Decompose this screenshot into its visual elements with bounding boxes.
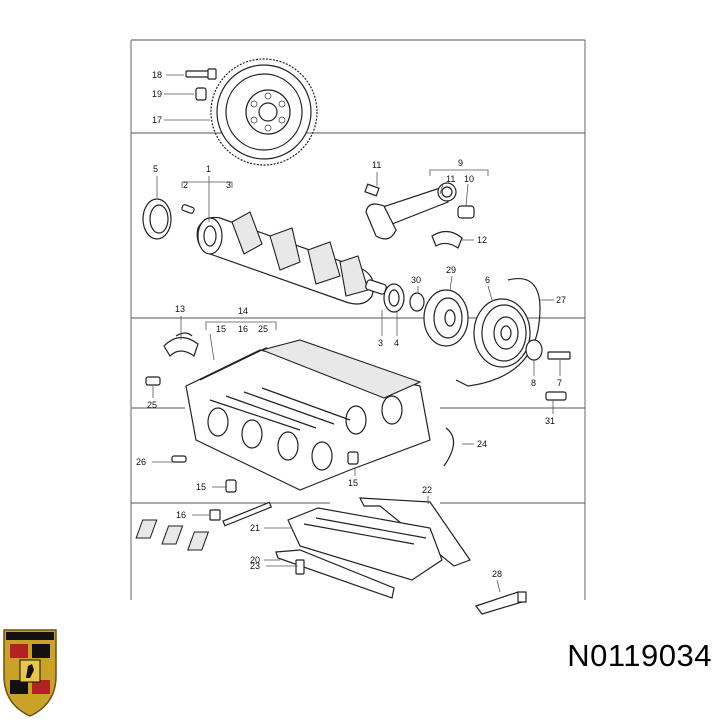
callout-27: 27 — [556, 295, 566, 305]
callout-9: 9 — [458, 158, 463, 168]
callout-2: 2 — [183, 180, 188, 190]
callout-31: 31 — [545, 416, 555, 426]
diagram-frame — [130, 39, 586, 600]
callout-29: 29 — [446, 265, 456, 275]
pulley-bolt — [547, 351, 571, 360]
leader-lines — [152, 74, 561, 593]
vibration-damper — [423, 289, 469, 347]
pulley-washer — [525, 339, 543, 361]
spacer-washer — [195, 87, 207, 101]
rear-seal — [142, 198, 172, 240]
callout-23: 23 — [250, 561, 260, 571]
callout-13: 13 — [175, 304, 185, 314]
oil-pan-frame — [135, 507, 443, 581]
main-bearing-shell — [163, 332, 199, 357]
callout-20: 20 — [250, 555, 260, 565]
sleeve — [171, 455, 187, 463]
callout-28: 28 — [492, 569, 502, 579]
callout-labels: 18 19 17 5 1 2 3 11 9 11 10 12 30 29 6 2… — [136, 70, 566, 579]
case-bolt — [209, 501, 273, 527]
sealant-tube — [475, 591, 527, 615]
callout-21: 21 — [250, 523, 260, 533]
o-ring — [409, 292, 425, 312]
callout-10: 10 — [464, 174, 474, 184]
callout-12: 12 — [477, 235, 487, 245]
gasket — [359, 497, 471, 567]
flywheel-bolt — [185, 68, 217, 80]
flywheel — [210, 58, 318, 166]
callout-14: 14 — [238, 306, 248, 316]
callout-30: 30 — [411, 275, 421, 285]
callout-17: 17 — [152, 115, 162, 125]
callout-16-bracket: 16 — [238, 324, 248, 334]
part-number: N0119034 — [567, 638, 712, 673]
pan-screw — [295, 559, 305, 575]
callout-3-bottom: 3 — [378, 338, 383, 348]
callout-16-bolt: 16 — [176, 510, 186, 520]
callout-11-bolt: 11 — [372, 160, 381, 170]
crank-pulley — [473, 298, 531, 368]
callout-5: 5 — [153, 164, 158, 174]
callout-26: 26 — [136, 457, 146, 467]
connecting-rod — [364, 182, 457, 240]
callout-24: 24 — [477, 439, 487, 449]
callout-6: 6 — [485, 275, 490, 285]
stud-bolt — [145, 376, 161, 386]
callout-18: 18 — [152, 70, 162, 80]
callout-15-left: 15 — [196, 482, 206, 492]
callout-22: 22 — [422, 485, 432, 495]
callout-15-right: 15 — [348, 478, 358, 488]
callout-7: 7 — [557, 378, 562, 388]
callout-3-top: 3 — [226, 180, 231, 190]
bushing — [225, 451, 359, 493]
callout-25-bracket: 25 — [258, 324, 268, 334]
thrust-washer — [443, 427, 455, 467]
callout-8: 8 — [531, 378, 536, 388]
rod-bearing — [431, 230, 463, 249]
crankshaft — [196, 211, 387, 305]
callout-11-rod: 11 — [446, 174, 455, 184]
callout-19: 19 — [152, 89, 162, 99]
seal-ring — [383, 283, 405, 313]
crankcase — [185, 339, 431, 491]
callout-25-stud: 25 — [147, 400, 157, 410]
dowel-pin — [181, 204, 195, 214]
drive-belt — [455, 278, 541, 387]
collar-bolt — [545, 391, 567, 401]
callout-4: 4 — [394, 338, 399, 348]
porsche-crest-icon — [3, 629, 57, 717]
callout-15-bracket: 15 — [216, 324, 226, 334]
piston-pin-bushing — [457, 205, 475, 219]
pan-gasket — [275, 549, 395, 599]
callout-1: 1 — [206, 164, 211, 174]
